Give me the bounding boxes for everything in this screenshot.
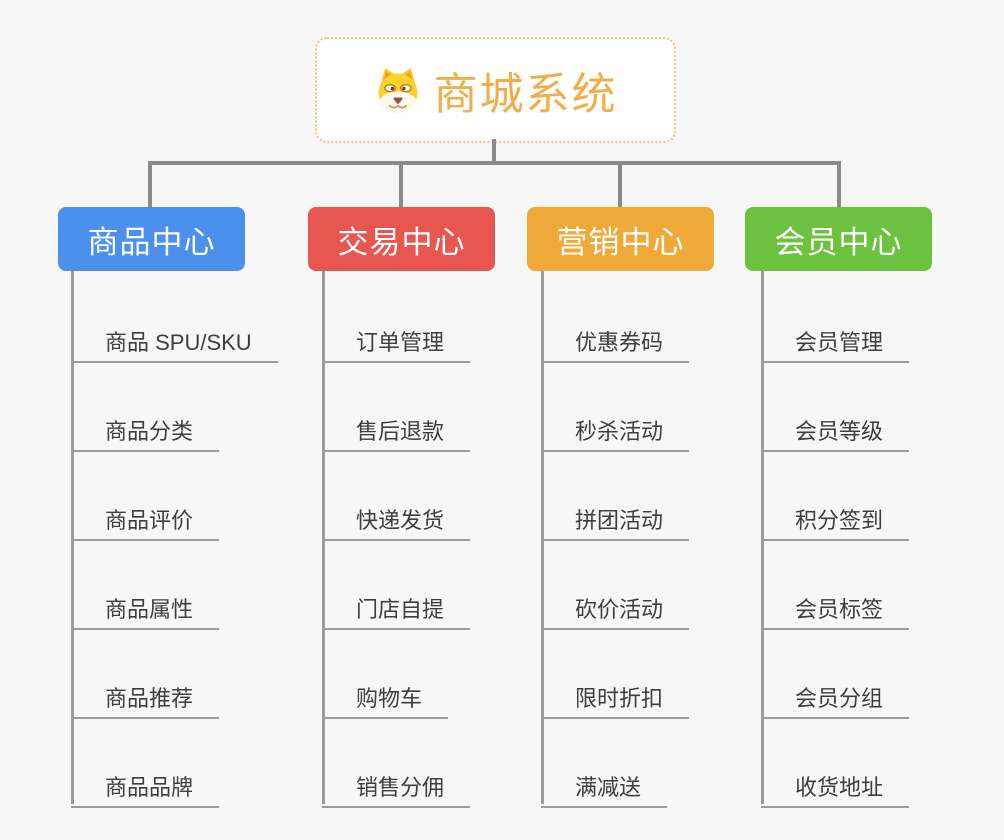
leaf-node[interactable]: 会员等级: [761, 409, 910, 452]
connector-drop-trade: [399, 161, 403, 207]
leaf-node[interactable]: 销售分佣: [322, 765, 471, 808]
leaf-node[interactable]: 会员管理: [761, 320, 910, 363]
connector-drop-marketing: [618, 161, 622, 207]
leaf-node[interactable]: 门店自提: [322, 587, 471, 630]
leaf-node[interactable]: 订单管理: [322, 320, 471, 363]
connector-horizontal-bar: [148, 161, 841, 165]
leaf-node[interactable]: 商品分类: [71, 409, 220, 452]
leaf-node[interactable]: 商品属性: [71, 587, 220, 630]
leaf-node[interactable]: 商品 SPU/SKU: [71, 320, 278, 363]
leaf-node[interactable]: 优惠券码: [541, 320, 690, 363]
branch-trunk-marketing: [541, 271, 544, 804]
connector-drop-member: [837, 161, 841, 207]
leaf-node[interactable]: 购物车: [322, 676, 449, 719]
leaf-node[interactable]: 会员分组: [761, 676, 910, 719]
branch-node-trade-center[interactable]: 交易中心: [308, 207, 495, 271]
leaf-node[interactable]: 收货地址: [761, 765, 910, 808]
branch-node-marketing-center[interactable]: 营销中心: [527, 207, 714, 271]
branch-node-member-center[interactable]: 会员中心: [745, 207, 932, 271]
root-node[interactable]: 商城系统: [315, 37, 676, 143]
leaf-node[interactable]: 商品推荐: [71, 676, 220, 719]
branch-trunk-trade: [322, 271, 325, 804]
leaf-node[interactable]: 满减送: [541, 765, 668, 808]
leaf-node[interactable]: 积分签到: [761, 498, 910, 541]
leaf-node[interactable]: 售后退款: [322, 409, 471, 452]
leaf-node[interactable]: 拼团活动: [541, 498, 690, 541]
leaf-node[interactable]: 秒杀活动: [541, 409, 690, 452]
doge-icon: [378, 68, 417, 113]
leaf-node[interactable]: 砍价活动: [541, 587, 690, 630]
connector-root-stem: [492, 139, 496, 165]
leaf-node[interactable]: 商品品牌: [71, 765, 220, 808]
leaf-node[interactable]: 限时折扣: [541, 676, 690, 719]
connector-drop-product: [148, 161, 152, 207]
leaf-node[interactable]: 商品评价: [71, 498, 220, 541]
branch-trunk-product: [71, 271, 74, 804]
leaf-node[interactable]: 快递发货: [322, 498, 471, 541]
root-title: 商城系统: [433, 70, 618, 119]
branch-node-product-center[interactable]: 商品中心: [58, 207, 245, 271]
leaf-node[interactable]: 会员标签: [761, 587, 910, 630]
branch-trunk-member: [761, 271, 764, 804]
